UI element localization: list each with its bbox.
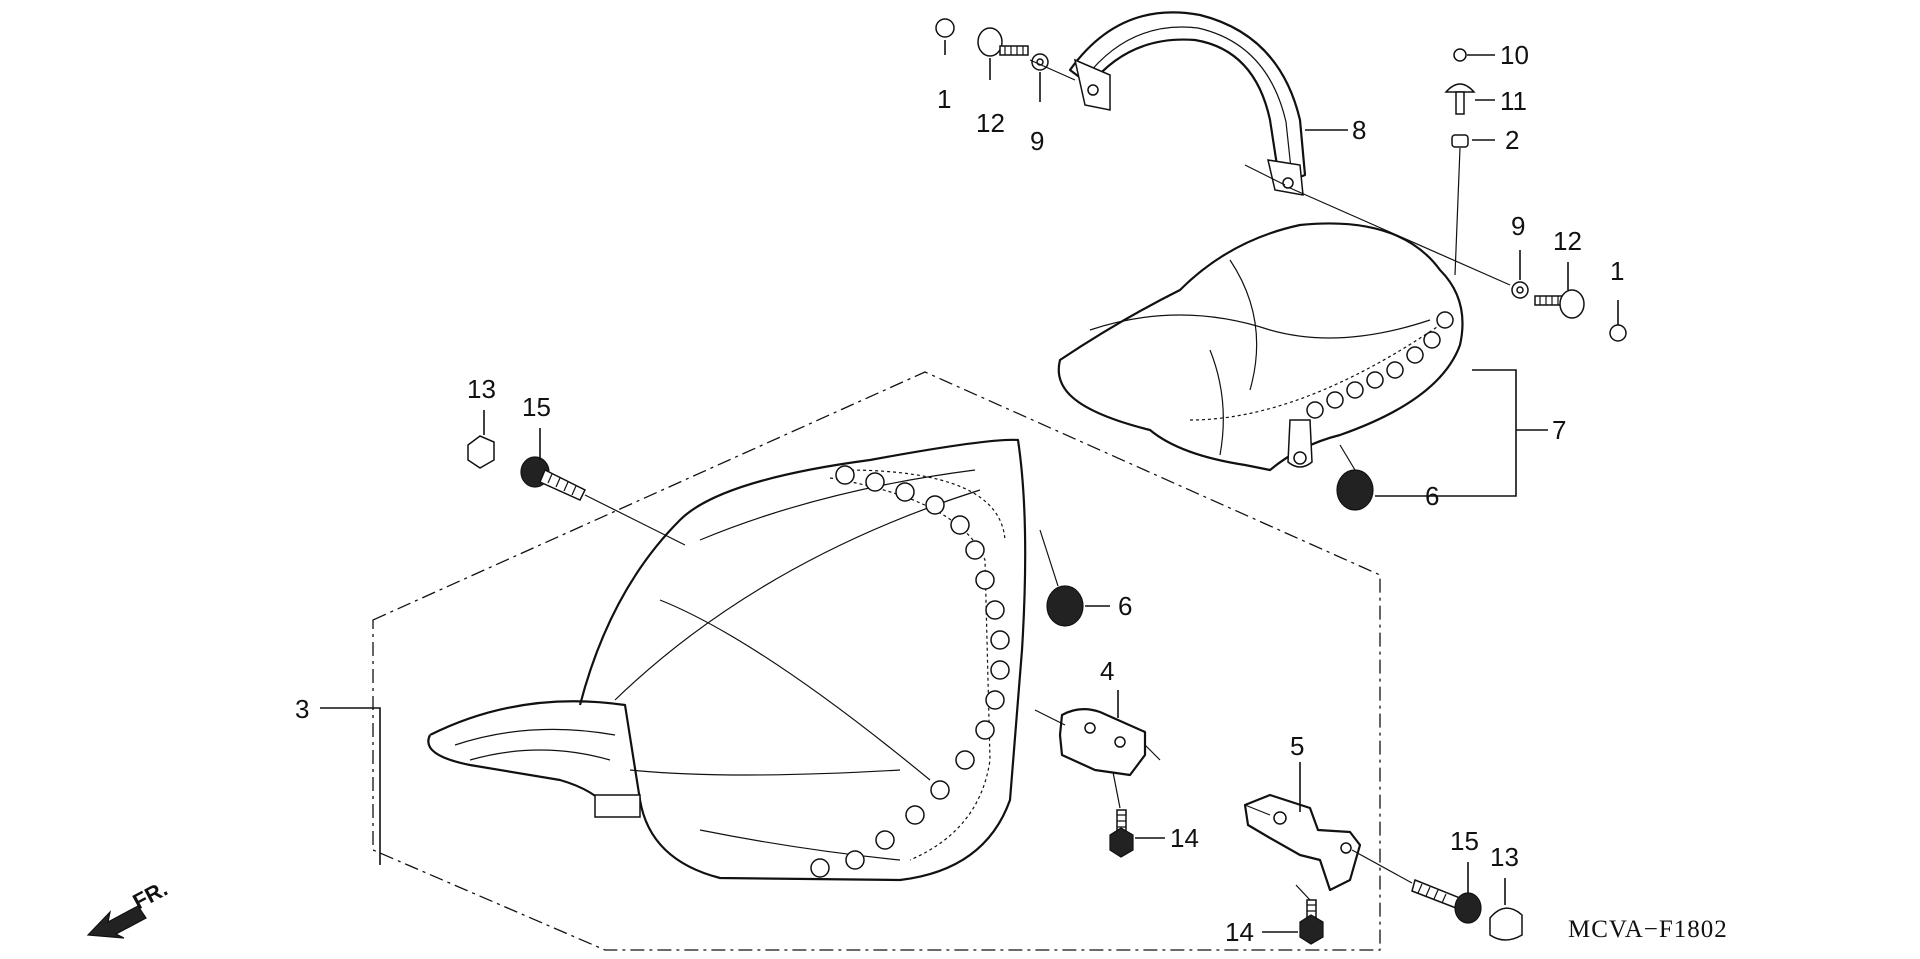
bracket-4 — [1058, 708, 1147, 777]
bolt-12b — [1534, 289, 1585, 319]
callout-6: 6 — [1425, 481, 1439, 511]
callout-14: 14 — [1225, 917, 1254, 947]
assembly-outline — [372, 371, 1381, 951]
bolt-15a — [520, 456, 587, 501]
callout-6: 6 — [1118, 591, 1132, 621]
callout-2: 2 — [1505, 125, 1519, 155]
rear-seat — [1057, 222, 1464, 472]
bolt-15b — [1411, 878, 1482, 924]
callout-15: 15 — [1450, 826, 1479, 856]
nut-1a — [935, 18, 955, 38]
nut-13b — [1489, 907, 1523, 941]
nut-1b — [1609, 324, 1627, 342]
leader-lines — [320, 40, 1619, 933]
callouts: 1 12 9 8 10 11 2 9 12 1 7 6 13 15 6 3 4 … — [295, 40, 1624, 947]
callout-9: 9 — [1030, 126, 1044, 156]
bolt-14b — [1299, 899, 1324, 945]
bracket-5 — [1243, 793, 1362, 892]
callout-1: 1 — [1610, 256, 1624, 286]
nut-13a — [467, 435, 495, 469]
collar-2 — [1451, 134, 1469, 148]
front-arrow-icon: FR. — [86, 876, 172, 939]
callout-8: 8 — [1352, 115, 1366, 145]
drawing-code: MCVA−F1802 — [1568, 916, 1728, 943]
callout-10: 10 — [1500, 40, 1529, 70]
callout-14: 14 — [1170, 823, 1199, 853]
screw-11 — [1444, 83, 1476, 115]
callout-13: 13 — [1490, 842, 1519, 872]
callout-4: 4 — [1100, 656, 1114, 686]
callout-5: 5 — [1290, 731, 1304, 761]
cap-10 — [1453, 48, 1467, 62]
callout-11: 11 — [1500, 86, 1527, 116]
damper-6b — [1046, 585, 1084, 627]
callout-13: 13 — [467, 374, 496, 404]
callout-3: 3 — [295, 694, 309, 724]
callout-9: 9 — [1511, 211, 1525, 241]
callout-1: 1 — [937, 84, 951, 114]
callout-7: 7 — [1552, 415, 1566, 445]
bolt-12a — [977, 27, 1029, 57]
bolt-14a — [1109, 809, 1134, 858]
callout-12: 12 — [1553, 226, 1582, 256]
front-seat — [427, 438, 1027, 882]
callout-15: 15 — [522, 392, 551, 422]
callout-12: 12 — [976, 108, 1005, 138]
damper-6a — [1336, 469, 1374, 511]
grab-strap — [1068, 11, 1307, 196]
